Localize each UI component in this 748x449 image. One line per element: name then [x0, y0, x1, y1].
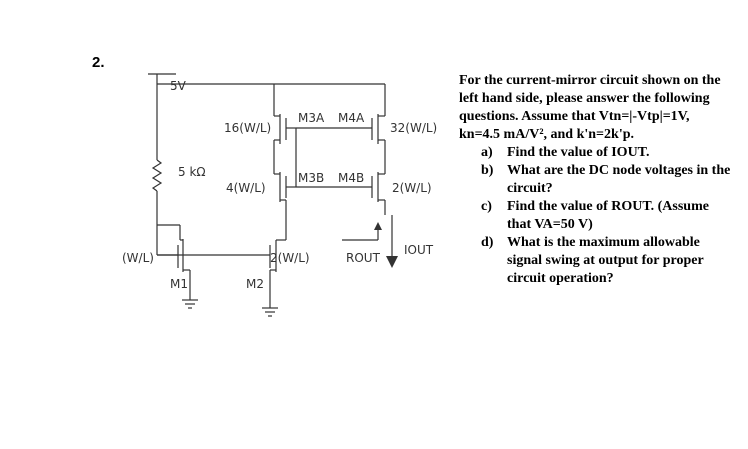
rout-arrow [374, 222, 382, 230]
resistor [151, 159, 163, 192]
problem-parts: a) Find the value of IOUT. b) What are the… [459, 144, 731, 288]
part-a: a) Find the value of IOUT. [459, 144, 731, 162]
part-marker: d) [481, 235, 494, 250]
part-text: Find the value of IOUT. [507, 145, 650, 160]
supply-label: 5V [170, 79, 187, 93]
m3b-name: M3B [298, 171, 324, 185]
resistor-label: 5 kΩ [178, 165, 206, 179]
part-c: c) Find the value of ROUT. (Assume that V… [459, 198, 731, 234]
m1-name: M1 [170, 277, 188, 291]
iout-arrow [386, 256, 398, 268]
rout-label: ROUT [346, 251, 381, 265]
iout-label: IOUT [404, 243, 434, 257]
m3a-name: M3A [298, 111, 325, 125]
m4b-name: M4B [338, 171, 364, 185]
m3a-size: 16(W/L) [224, 121, 271, 135]
part-text: What is the maximum allowable signal swi… [507, 235, 704, 286]
m2-size: 2(W/L) [270, 251, 310, 265]
part-text: What are the DC node voltages in the cir… [507, 163, 731, 196]
part-marker: c) [481, 199, 492, 214]
problem-number: 2. [92, 54, 105, 71]
part-d: d) What is the maximum allowable signal s… [459, 234, 731, 288]
m2-name: M2 [246, 277, 264, 291]
m4a-size: 32(W/L) [390, 121, 437, 135]
m4a-name: M4A [338, 111, 365, 125]
problem-intro: For the current-mirror circuit shown on … [459, 73, 721, 142]
m1-size: (W/L) [122, 251, 154, 265]
part-b: b) What are the DC node voltages in the c… [459, 162, 731, 198]
m4b-size: 2(W/L) [392, 181, 432, 195]
m3b-size: 4(W/L) [226, 181, 266, 195]
part-text: Find the value of ROUT. (Assume that VA=… [507, 199, 709, 232]
question-text: For the current-mirror circuit shown on … [459, 72, 731, 288]
part-marker: a) [481, 145, 493, 160]
part-marker: b) [481, 163, 494, 178]
